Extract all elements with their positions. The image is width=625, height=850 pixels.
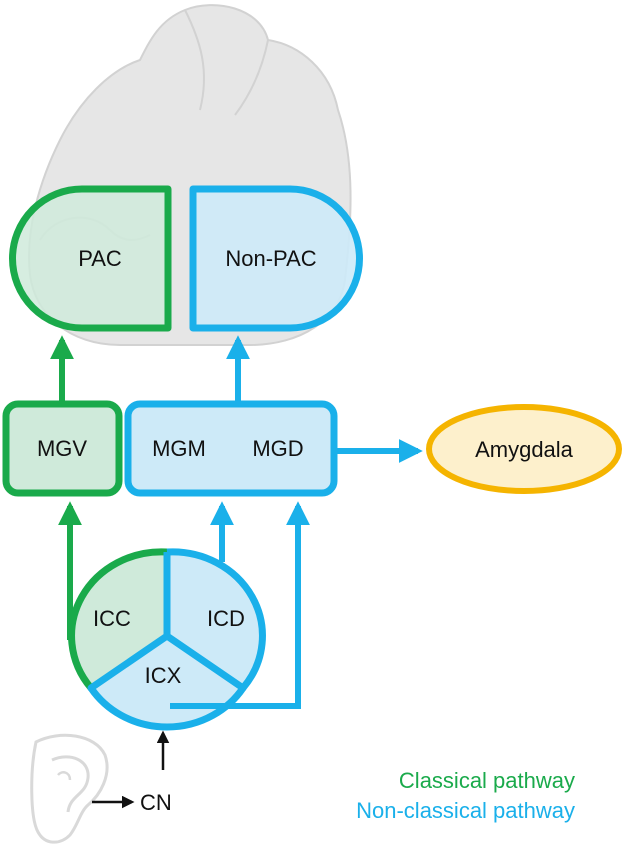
amygdala-label: Amygdala xyxy=(475,437,574,462)
legend-non-classical: Non-classical pathway xyxy=(356,798,575,823)
arrow-icx-to-mgd xyxy=(170,501,310,709)
legend: Classical pathway Non-classical pathway xyxy=(356,768,575,823)
icd-sector xyxy=(167,551,263,688)
mgv-node: MGV xyxy=(2,400,123,497)
pac-node: PAC xyxy=(9,185,172,332)
mgm-mgd-node: MGM MGD xyxy=(124,400,338,497)
non-pac-label: Non-PAC xyxy=(225,246,316,271)
icc-sector xyxy=(71,551,167,688)
inferior-colliculus: ICC ICD ICX xyxy=(68,548,266,731)
icd-label: ICD xyxy=(207,606,245,631)
cn-label: CN xyxy=(140,790,172,815)
icx-label: ICX xyxy=(145,663,182,688)
cn-node: CN xyxy=(92,730,172,815)
mgd-label: MGD xyxy=(252,436,303,461)
ear-icon xyxy=(30,733,109,844)
legend-classical: Classical pathway xyxy=(399,768,575,793)
mgv-label: MGV xyxy=(37,436,87,461)
pac-label: PAC xyxy=(78,246,122,271)
non-classical-pathway-arrows xyxy=(170,335,423,709)
mgm-label: MGM xyxy=(152,436,206,461)
amygdala-node: Amygdala xyxy=(426,404,622,494)
classical-pathway-arrows xyxy=(50,335,82,640)
non-pac-node: Non-PAC xyxy=(189,185,363,332)
icc-label: ICC xyxy=(93,606,131,631)
